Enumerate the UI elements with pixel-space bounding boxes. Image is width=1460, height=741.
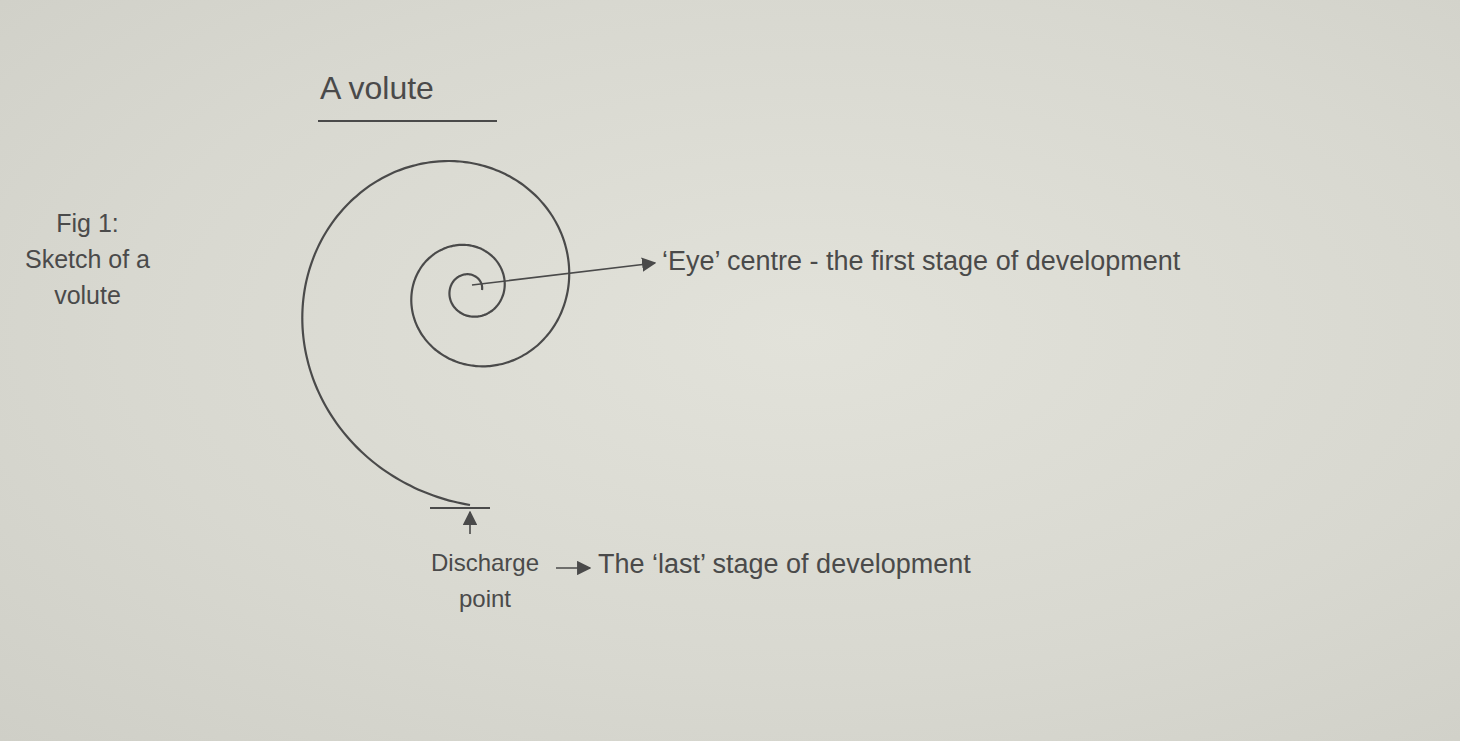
title-underline [318, 120, 497, 122]
eye-leader [472, 263, 655, 285]
volute-spiral [302, 161, 569, 505]
stage-arrow [556, 567, 590, 569]
stage-note: The ‘last’ stage of development [598, 547, 1298, 582]
discharge-leader [469, 512, 471, 534]
eye-label: ‘Eye’ centre - the first stage of develo… [662, 244, 1432, 279]
discharge-lip [430, 507, 490, 509]
figure-caption: Fig 1: Sketch of a volute [20, 205, 155, 313]
title: A volute [320, 68, 434, 110]
discharge-label: Discharge point [420, 545, 550, 617]
